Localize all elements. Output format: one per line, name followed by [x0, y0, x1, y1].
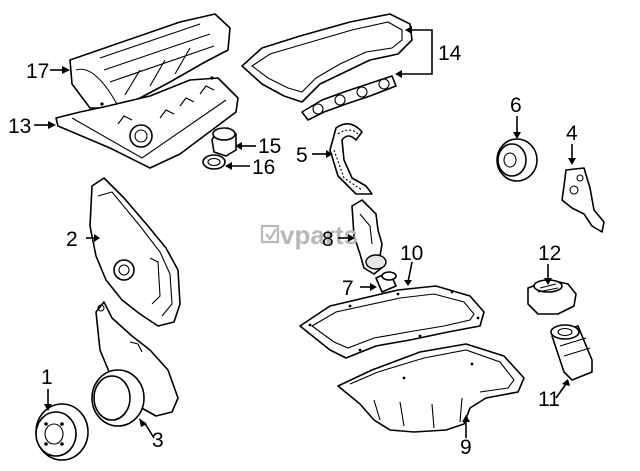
- callout-1: 1: [41, 366, 53, 389]
- callout-8: 8: [322, 228, 334, 251]
- callout-13: 13: [8, 115, 31, 138]
- watermark-logo: vparts: [260, 220, 358, 250]
- cap-seal-part[interactable]: [202, 154, 226, 170]
- callout-11: 11: [538, 388, 560, 411]
- lower-timing-cover-part[interactable]: [91, 301, 179, 427]
- pulley-part[interactable]: [496, 138, 538, 182]
- callout-5: 5: [296, 144, 308, 167]
- callout-7: 7: [342, 277, 354, 300]
- callout-2: 2: [66, 228, 78, 251]
- upper-timing-cover-part[interactable]: [89, 177, 181, 327]
- callout-numbers: 1 2 3 4 5 6 7 8 9 10 11 12 13 14 15 16 1…: [8, 42, 578, 459]
- oil-pan-part[interactable]: [337, 343, 525, 433]
- oil-filter-part[interactable]: [550, 324, 593, 381]
- filter-housing-part[interactable]: [527, 279, 577, 315]
- leader-lines: [34, 26, 576, 439]
- callout-14: 14: [438, 42, 462, 65]
- valve-cover-part[interactable]: [55, 76, 239, 169]
- timing-chain-part[interactable]: [329, 123, 373, 195]
- callout-17: 17: [26, 60, 49, 83]
- callout-9: 9: [460, 436, 472, 459]
- callout-6: 6: [510, 94, 522, 117]
- callout-15: 15: [258, 135, 281, 158]
- crankshaft-pulley-part[interactable]: [35, 403, 89, 461]
- oil-pan-gasket-part[interactable]: [299, 285, 485, 359]
- pickup-sleeve-part[interactable]: [375, 271, 397, 293]
- valve-cover-gasket-part[interactable]: [241, 13, 413, 121]
- watermark-text: vparts: [280, 220, 358, 250]
- callout-10: 10: [400, 242, 423, 265]
- mount-bracket-part[interactable]: [561, 167, 605, 233]
- callout-4: 4: [566, 122, 578, 145]
- oil-pump-pickup-part[interactable]: [351, 199, 387, 275]
- callout-12: 12: [538, 242, 561, 265]
- engine-cover-part[interactable]: [69, 13, 231, 109]
- oil-filler-cap-part[interactable]: [211, 127, 237, 157]
- callout-16: 16: [252, 156, 275, 179]
- callout-3: 3: [152, 429, 164, 452]
